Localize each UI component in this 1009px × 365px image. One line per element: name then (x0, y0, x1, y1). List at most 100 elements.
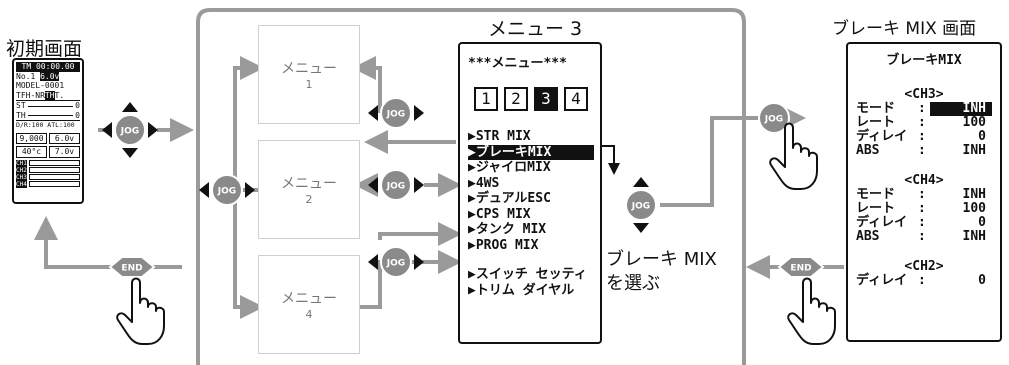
mode-tail: T. (55, 91, 65, 100)
timer-display: TM 00:00.00 (16, 62, 80, 72)
menu3-header: ***メニュー*** (468, 52, 592, 71)
param-value: INH (930, 188, 992, 202)
th-label: TH (16, 111, 26, 121)
menu-item-5[interactable]: ▶CPS MIX (468, 207, 592, 223)
menu-item-3[interactable]: ▶4WS (468, 176, 592, 192)
channel-bar-2: CH2 (16, 167, 80, 174)
menu-tab-4[interactable]: 4 (564, 87, 588, 111)
menu-tab-3[interactable]: 3 (534, 87, 558, 111)
ch4_rows-row-1[interactable]: レート:100 (856, 202, 992, 216)
menu-item-6[interactable]: ▶タンク MIX (468, 222, 592, 238)
th-value: 0 (75, 111, 80, 121)
menu3-items: ▶STR MIX▶ブレーキMIX▶ジャイロMIX▶4WS▶デュアルESC▶CPS… (468, 129, 592, 253)
ch4_rows-row-3[interactable]: ABS:INH (856, 230, 992, 244)
select-note-line1: ブレーキ MIX (606, 248, 717, 272)
ch4-label: <CH4> (856, 174, 992, 188)
st-label: ST (16, 101, 26, 111)
channel-bar-3: CH3 (16, 174, 80, 181)
ch2-rows: ディレイ:0 (856, 274, 992, 288)
submenu-2-num: 2 (259, 193, 359, 206)
param-value: INH (930, 102, 992, 116)
menu-item-1[interactable]: ▶ブレーキMIX (468, 145, 594, 161)
param-label: モード (856, 188, 918, 202)
arrow-menu4-jog (358, 288, 380, 307)
param-label: モード (856, 102, 918, 116)
selection-pointer (600, 146, 614, 172)
arrow-end-return (46, 222, 182, 267)
channel-bar-4: CH4 (16, 181, 80, 188)
ch3_rows-row-1[interactable]: レート:100 (856, 116, 992, 130)
param-colon: : (918, 216, 930, 230)
param-label: レート (856, 202, 918, 216)
trim-th: TH 0 (16, 111, 80, 121)
param-label: ディレイ (856, 216, 918, 230)
brake-screen-title: ブレーキ MIX 画面 (832, 14, 976, 39)
ch3_rows-row-0[interactable]: モード:INH (856, 102, 992, 116)
submenu-4-num: 4 (259, 308, 359, 321)
param-colon: : (918, 116, 930, 130)
arrow-to-brake-screen (660, 118, 800, 205)
param-value: 0 (930, 216, 992, 230)
arrow-menu1-jog (358, 68, 380, 113)
initial-screen-lcd: TM 00:00.00 No.1 6.0v MODEL-0001 TFH-NRT… (12, 58, 84, 204)
menu-item-2[interactable]: ▶ジャイロMIX (468, 160, 592, 176)
param-colon: : (918, 188, 930, 202)
channel-track (29, 181, 80, 187)
ch4_rows-row-2[interactable]: ディレイ:0 (856, 216, 992, 230)
param-value: 100 (930, 202, 992, 216)
param-label: ディレイ (856, 274, 918, 288)
stat-2: 6.0v (49, 133, 80, 145)
menu3-lcd: ***メニュー*** 1234 ▶STR MIX▶ブレーキMIX▶ジャイロMIX… (458, 42, 602, 344)
select-note-line2: を選ぶ (606, 272, 717, 296)
model-number: No.1 (16, 72, 35, 81)
menu-tab-1[interactable]: 1 (474, 87, 498, 111)
menu-item2-1[interactable]: ▶トリム ダイヤル (468, 283, 592, 299)
param-label: ABS (856, 230, 918, 244)
menu-item-0[interactable]: ▶STR MIX (468, 129, 592, 145)
menu-item-7[interactable]: ▶PROG MIX (468, 238, 592, 254)
channel-track (29, 160, 80, 166)
ch3_rows-row-3[interactable]: ABS:INH (856, 144, 992, 158)
param-colon: : (918, 102, 930, 116)
arrow-trunk-down (235, 190, 258, 307)
ch2-label: <CH2> (856, 260, 992, 274)
channel-track (29, 167, 80, 173)
submenu-1-num: 1 (259, 78, 359, 91)
channel-label: CH3 (16, 174, 27, 181)
initial-screen-title: 初期画面 (6, 34, 82, 61)
submenu-4-label: メニュー (259, 288, 359, 308)
channel-bar-1: CH1 (16, 160, 80, 167)
st-value: 0 (75, 101, 80, 111)
ch2_rows-row-0[interactable]: ディレイ:0 (856, 274, 992, 288)
ch3_rows-row-2[interactable]: ディレイ:0 (856, 130, 992, 144)
menu-item-4[interactable]: ▶デュアルESC (468, 191, 592, 207)
model-row: No.1 6.0v (16, 72, 80, 82)
arrow-menu4-to-menu3-lower (380, 262, 456, 290)
ch4_rows-row-0[interactable]: モード:INH (856, 188, 992, 202)
model-name: MODEL-0001 (16, 81, 80, 91)
ch3-label: <CH3> (856, 88, 992, 102)
mode-row: TFH-NRTHT. (16, 91, 80, 101)
channel-label: CH1 (16, 160, 27, 167)
select-note: ブレーキ MIX を選ぶ (606, 248, 717, 296)
param-label: レート (856, 116, 918, 130)
menu3-title: メニュー 3 (488, 14, 582, 41)
param-value: 100 (930, 116, 992, 130)
submenu-2-label: メニュー (259, 173, 359, 193)
trim-st: ST 0 (16, 100, 80, 111)
menu3-items2: ▶スイッチ セッティ▶トリム ダイヤル (468, 267, 592, 299)
arrow-menu3-to-menu4 (380, 234, 456, 240)
menu-item2-0[interactable]: ▶スイッチ セッティ (468, 267, 592, 283)
submenu-1-label: メニュー (259, 58, 359, 78)
channel-label: CH4 (16, 181, 27, 188)
menu-tab-2[interactable]: 2 (504, 87, 528, 111)
param-value: INH (930, 144, 992, 158)
